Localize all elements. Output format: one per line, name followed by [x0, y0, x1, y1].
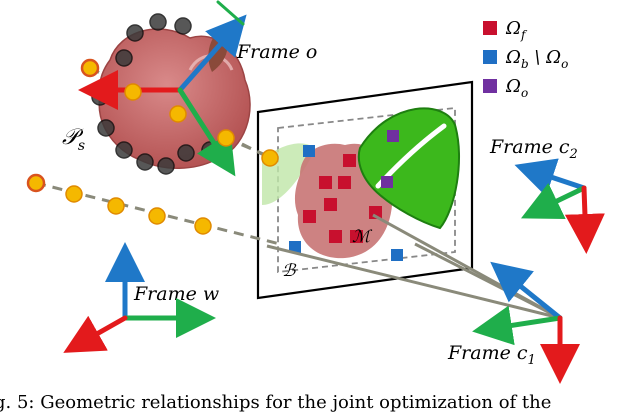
bounding-box-b [277, 106, 456, 274]
legend-label-omega-f: Ωf [505, 18, 528, 42]
frame-o-label: Frame o [236, 41, 317, 63]
omega-o-points [381, 130, 399, 188]
yellow-points [26, 58, 279, 235]
frame-w-axes [63, 242, 216, 353]
image-plane: ℳ ℬ [256, 80, 474, 300]
label-ps: 𝒫s [62, 125, 85, 154]
frame-c1-z-axis [490, 261, 563, 321]
frame-c1-label: Frame c1 [447, 342, 536, 368]
frame-c2-z-axis [514, 158, 587, 197]
frame-o-y-axis [177, 87, 236, 177]
projected-leaf [357, 107, 461, 230]
legend-swatch-omega-f [483, 21, 497, 35]
frame-w-x-axis [63, 315, 128, 353]
frame-c1-axes [472, 261, 580, 384]
frame-c2-axes [514, 158, 605, 254]
omega-b-points [289, 145, 403, 261]
legend-label-omega-b: Ωb \ Ωo [505, 47, 568, 71]
frame-c2-label: Frame c2 [489, 136, 578, 162]
legend-label-omega-o: Ωo [505, 76, 528, 100]
label-m: ℳ [352, 227, 373, 247]
legend: Ωf Ωb \ Ωo Ωo [483, 18, 568, 100]
frame-o-z-axis [177, 14, 247, 93]
omega-f-points [303, 154, 382, 243]
frame-c1-x-axis [472, 305, 563, 346]
frame-c2-x-axis [520, 182, 587, 220]
frame-o-axes [78, 0, 247, 177]
frame-w-label: Frame w [133, 283, 219, 305]
legend-swatch-omega-b [483, 50, 497, 64]
caption-text: g. 5: Geometric relationships for the jo… [0, 392, 552, 413]
legend-swatch-omega-o [483, 79, 497, 93]
label-b: ℬ [282, 261, 297, 281]
frame-c2-y-axis [564, 185, 605, 254]
figure-caption: g. 5: Geometric relationships for the jo… [0, 392, 632, 414]
